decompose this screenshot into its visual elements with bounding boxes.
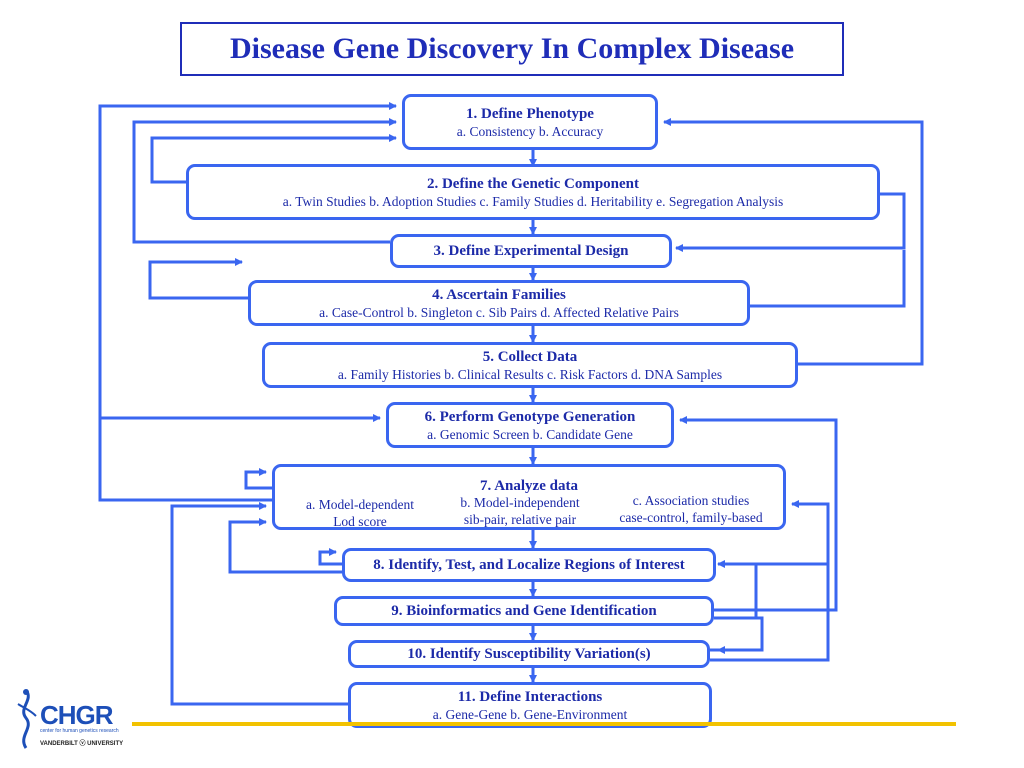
loop-right-9-to-6 [679,416,838,612]
loop-left-7-to-1 [98,102,397,502]
step-7-sub-b-line1: b. Model-independent [460,495,580,510]
step-3-heading: 3. Define Experimental Design [433,243,629,259]
loop-right-5-to-1 [663,118,924,366]
step-2-sub: a. Twin Studies b. Adoption Studies c. F… [282,193,784,209]
step-4-heading: 4. Ascertain Families [432,286,566,303]
loop-right-10-to-8 [710,562,764,652]
step-5-box: 5. Collect Data a. Family Histories b. C… [262,342,798,388]
chgr-logo: CHGR center for human genetics research … [12,686,124,752]
accent-line [132,722,956,726]
loop-left-7-self [244,468,272,490]
step-6-sub: a. Genomic Screen b. Candidate Gene [427,426,633,442]
step-1-sub: a. Consistency b. Accuracy [456,123,604,139]
logo-tagline: center for human genetics research [40,728,119,734]
logo-wordmark: CHGR [40,700,114,730]
title-box: Disease Gene Discovery In Complex Diseas… [180,22,844,76]
step-11-heading: 11. Define Interactions [457,688,603,705]
loop-right-9-self [714,616,764,654]
page-title: Disease Gene Discovery In Complex Diseas… [229,32,795,65]
step-6-heading: 6. Perform Genotype Generation [424,408,636,425]
loop-left-3-to-1 [132,118,397,244]
step-10-heading: 10. Identify Susceptibility Variation(s) [407,646,651,662]
step-8-heading: 8. Identify, Test, and Localize Regions … [373,557,685,573]
step-5-sub: a. Family Histories b. Clinical Results … [337,366,723,382]
loop-left-11-to-7 [170,502,348,706]
step-9-heading: 9. Bioinformatics and Gene Identificatio… [391,603,657,619]
step-7-sub-a: a. Model-dependent Lod score [285,496,435,530]
step-7-sub-c-line1: c. Association studies [632,493,750,508]
step-7-heading: 7. Analyze data [480,478,578,494]
loop-right-2-to-3 [675,192,906,252]
loop-left-2-self [150,134,397,184]
step-11-box: 11. Define Interactions a. Gene-Gene b. … [348,682,712,728]
step-4-box: 4. Ascertain Families a. Case-Control b.… [248,280,750,326]
loop-right-4-to-3 [750,250,906,308]
step-11-sub: a. Gene-Gene b. Gene-Environment [432,706,628,722]
step-7-sub-a-line1: a. Model-dependent [306,497,414,512]
loop-left-8-to-7 [228,518,342,574]
step-2-heading: 2. Define the Genetic Component [426,175,640,192]
step-10-box: 10. Identify Susceptibility Variation(s) [348,640,710,668]
step-7-sub-c-line2: case-control, family-based [619,510,763,525]
step-5-heading: 5. Collect Data [482,348,578,365]
step-7-sub-b-line2: sib-pair, relative pair [463,512,577,527]
step-1-box: 1. Define Phenotype a. Consistency b. Ac… [402,94,658,150]
step-7-sub-a-line2: Lod score [333,514,387,529]
loop-right-10-to-7 [710,500,830,662]
dna-helix-icon [17,689,37,749]
logo-institution: VANDERBILT ⓥ UNIVERSITY [40,741,124,747]
step-7-sub-c: c. Association studies case-control, fam… [601,492,781,526]
step-8-box: 8. Identify, Test, and Localize Regions … [342,548,716,582]
step-1-heading: 1. Define Phenotype [466,105,594,122]
step-7-sub-b: b. Model-independent sib-pair, relative … [435,494,605,528]
step-3-box: 3. Define Experimental Design [390,234,672,268]
step-9-box: 9. Bioinformatics and Gene Identificatio… [334,596,714,626]
loop-left-8-self [318,548,342,566]
step-2-box: 2. Define the Genetic Component a. Twin … [186,164,880,220]
step-7-box: 7. Analyze data a. Model-dependent Lod s… [272,464,786,530]
loop-left-4-to-3 [148,260,248,300]
step-6-box: 6. Perform Genotype Generation a. Genomi… [386,402,674,448]
step-4-sub: a. Case-Control b. Singleton c. Sib Pair… [319,304,679,320]
